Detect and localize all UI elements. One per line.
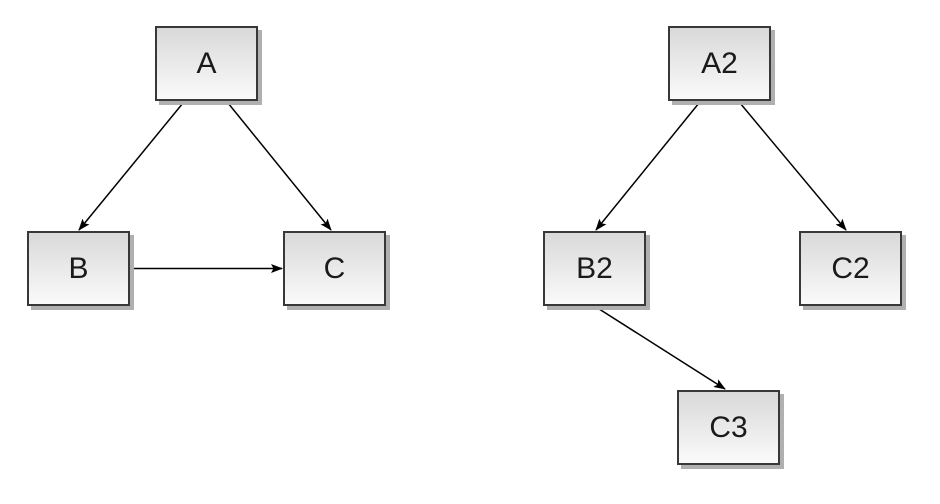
node-b2[interactable]: B2 — [543, 231, 646, 306]
node-a-label: A — [196, 46, 217, 80]
node-a2[interactable]: A2 — [668, 26, 771, 101]
edge-a-to-c — [227, 102, 332, 231]
edge-a2-to-c2 — [739, 102, 847, 231]
node-c3[interactable]: C3 — [677, 390, 780, 465]
edge-a2-to-b2 — [595, 102, 700, 231]
node-c2[interactable]: C2 — [799, 231, 902, 306]
edge-b2-to-c3 — [595, 306, 726, 390]
edge-a-to-b — [78, 102, 184, 231]
node-b-label: B — [68, 251, 89, 285]
node-b2-label: B2 — [576, 251, 613, 285]
node-c-label: C — [323, 251, 346, 285]
node-a2-label: A2 — [701, 46, 738, 80]
node-c2-label: C2 — [831, 251, 870, 285]
node-c[interactable]: C — [283, 231, 386, 306]
node-b[interactable]: B — [27, 231, 130, 306]
node-a[interactable]: A — [155, 26, 258, 101]
node-c3-label: C3 — [709, 410, 748, 444]
